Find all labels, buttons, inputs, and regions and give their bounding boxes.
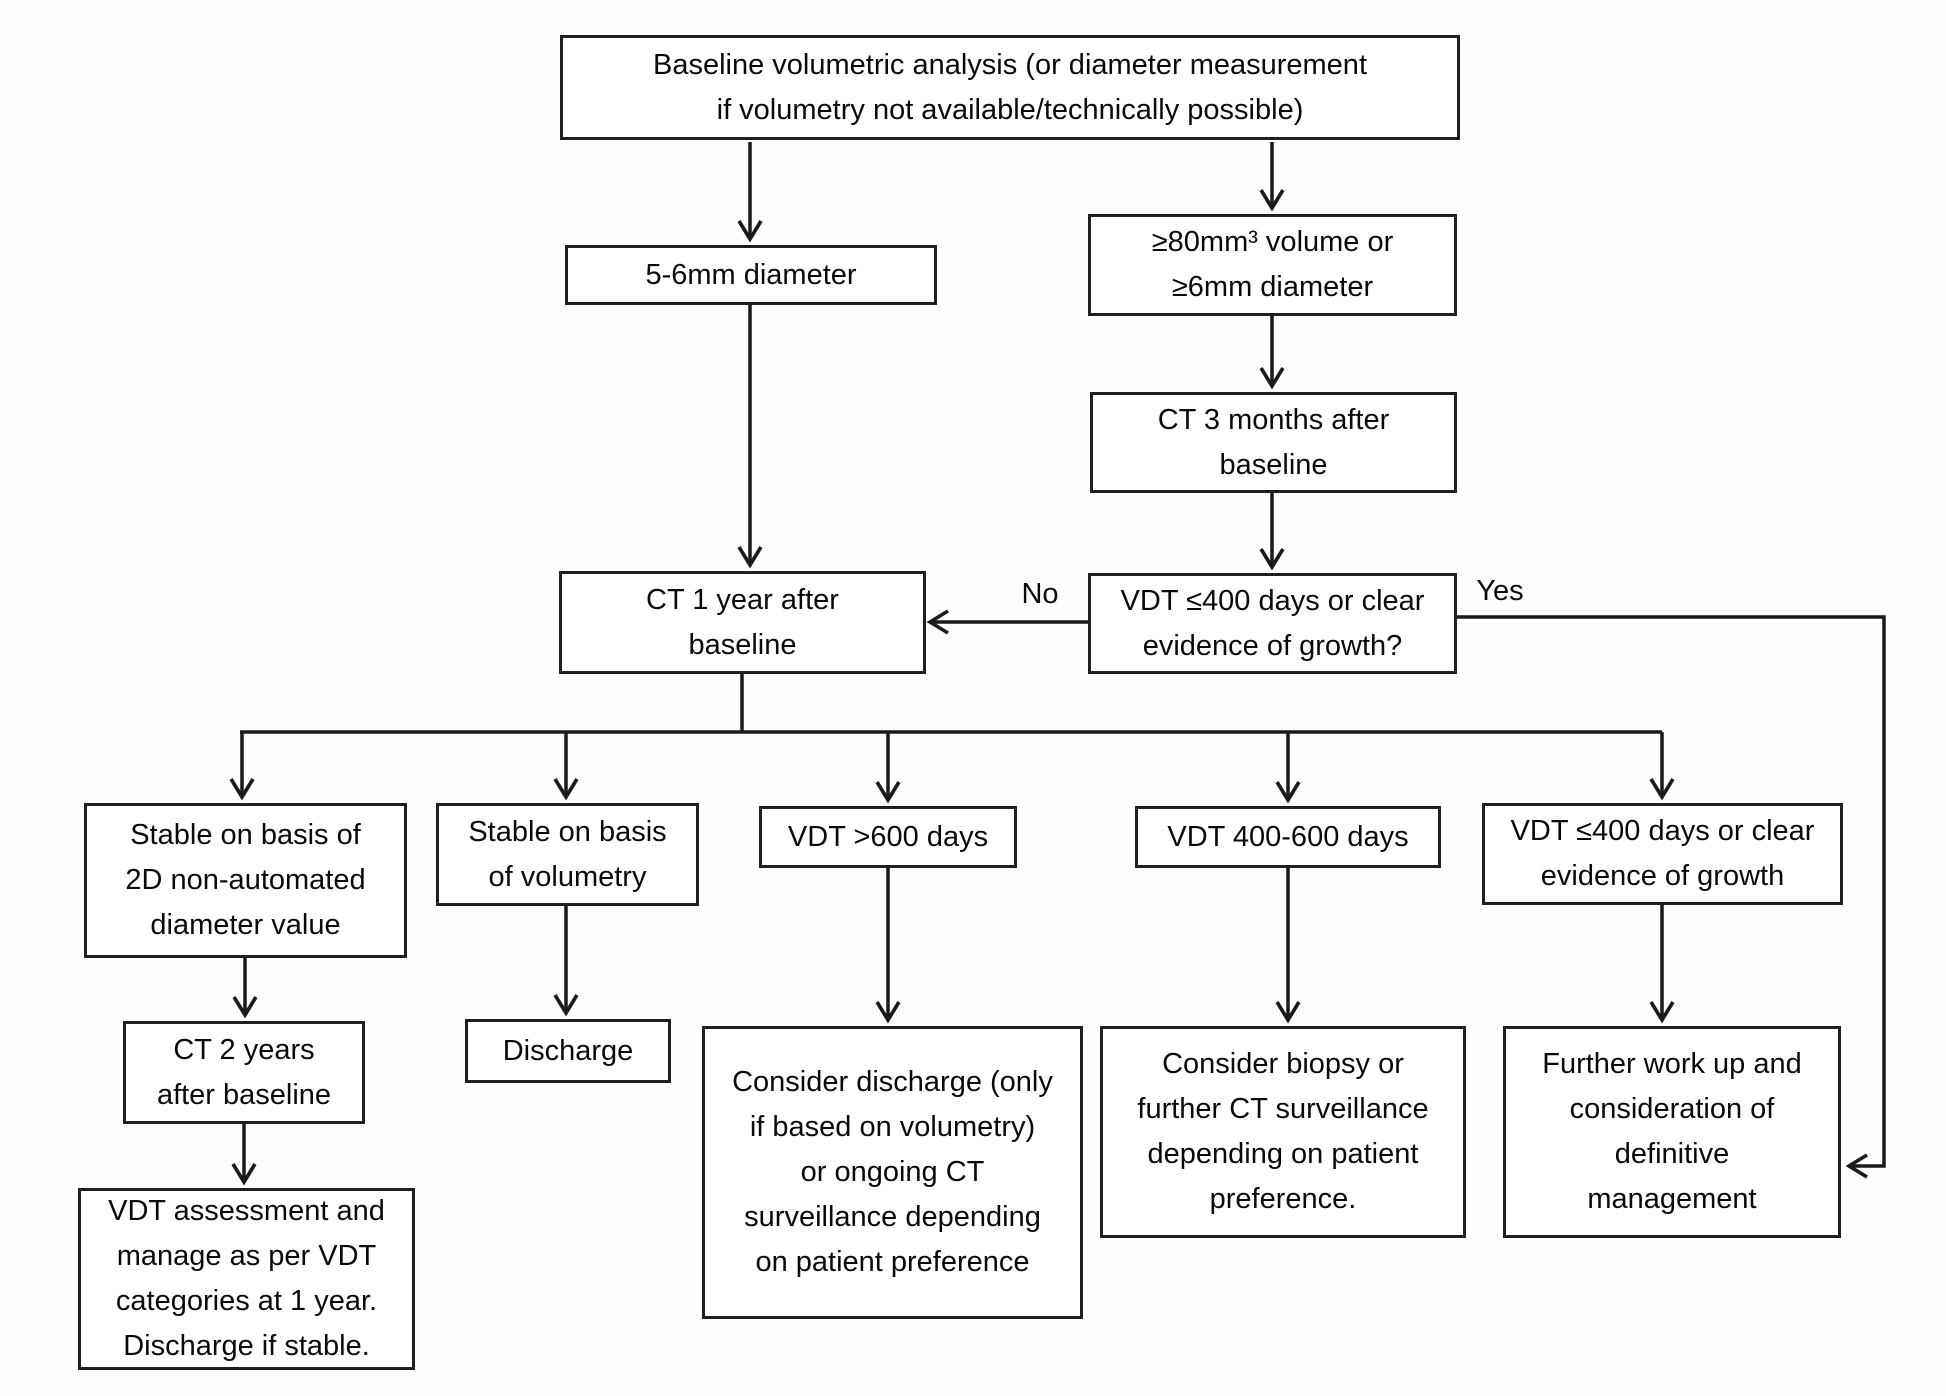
node-vdt-400-600: VDT 400-600 days <box>1135 806 1441 868</box>
edge-ct-1-year-branch-trunk <box>240 674 1662 734</box>
node-vdt-assessment: VDT assessment and manage as per VDT cat… <box>78 1188 415 1370</box>
node-consider-discharge: Consider discharge (only if based on vol… <box>702 1026 1083 1319</box>
edge-yes-vdt-question-to-further-workup <box>1457 615 1886 1179</box>
node-further-workup: Further work up and consideration of def… <box>1503 1026 1841 1238</box>
node-80mm3-volume: ≥80mm³ volume or ≥6mm diameter <box>1088 214 1457 316</box>
node-vdt-le-400: VDT ≤400 days or clear evidence of growt… <box>1482 803 1843 905</box>
edge-label-yes: Yes <box>1476 575 1524 607</box>
node-consider-biopsy: Consider biopsy or further CT surveillan… <box>1100 1026 1466 1238</box>
node-vdt-question: VDT ≤400 days or clear evidence of growt… <box>1088 573 1457 674</box>
node-stable-volumetry: Stable on basis of volumetry <box>436 803 699 906</box>
node-ct-1-year: CT 1 year after baseline <box>559 571 926 674</box>
node-5-6mm-diameter: 5-6mm diameter <box>565 245 937 305</box>
edge-label-no: No <box>1021 578 1059 610</box>
node-vdt-gt-600: VDT >600 days <box>759 806 1017 868</box>
node-stable-2d: Stable on basis of 2D non-automated diam… <box>84 803 407 958</box>
node-discharge: Discharge <box>465 1019 671 1083</box>
node-ct-3-months: CT 3 months after baseline <box>1090 392 1457 493</box>
node-baseline-analysis: Baseline volumetric analysis (or diamete… <box>560 35 1460 140</box>
node-ct-2-years: CT 2 years after baseline <box>123 1021 365 1124</box>
